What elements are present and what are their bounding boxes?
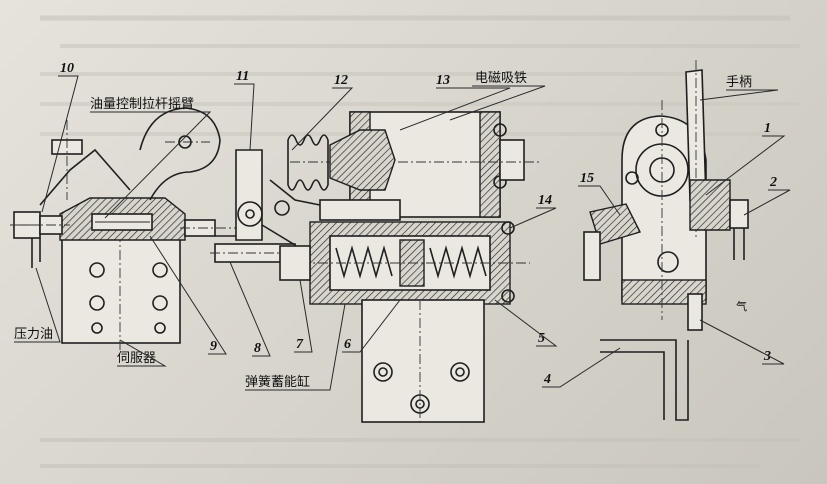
manual-handle-assembly xyxy=(583,60,749,421)
label-spring-cylinder: 弹簧蓄能缸 xyxy=(245,374,310,389)
callout-9: 9 xyxy=(210,339,217,354)
label-handle: 手柄 xyxy=(726,74,752,89)
callout-5: 5 xyxy=(538,331,545,346)
spring-cylinder-assembly xyxy=(279,221,530,425)
label-air-mark: 气 xyxy=(736,299,747,313)
leader-lines xyxy=(14,75,791,391)
callout-numbers: 10 11 12 13 14 15 1 2 3 4 5 6 7 8 9 xyxy=(60,61,777,387)
callout-14: 14 xyxy=(538,193,552,208)
callout-11: 11 xyxy=(236,69,249,84)
lever-bracket xyxy=(235,149,321,271)
label-servo: 伺服器 xyxy=(117,350,156,365)
servo-body xyxy=(61,237,181,344)
callout-6: 6 xyxy=(344,337,351,352)
callout-2: 2 xyxy=(769,175,777,190)
label-pressure-oil: 压力油 xyxy=(14,326,53,341)
label-solenoid: 电磁吸铁 xyxy=(475,70,527,85)
callout-4: 4 xyxy=(543,372,551,387)
callout-3: 3 xyxy=(763,349,771,364)
label-oil-lever-arm: 油量控制拉杆摇臂 xyxy=(90,96,194,111)
callout-12: 12 xyxy=(334,73,348,88)
labels-group: 油量控制拉杆摇臂 电磁吸铁 手柄 压力油 伺服器 弹簧蓄能缸 气 xyxy=(14,70,752,389)
callout-10: 10 xyxy=(60,61,74,76)
servo-assembly xyxy=(10,107,221,350)
callout-7: 7 xyxy=(296,337,304,352)
callout-1: 1 xyxy=(764,121,771,136)
callout-15: 15 xyxy=(580,171,594,186)
callout-8: 8 xyxy=(254,341,261,356)
mount-plate xyxy=(361,299,485,423)
solenoid-assembly xyxy=(287,111,540,221)
spring-coils xyxy=(335,245,487,279)
bellows xyxy=(287,134,329,191)
callout-13: 13 xyxy=(436,73,450,88)
